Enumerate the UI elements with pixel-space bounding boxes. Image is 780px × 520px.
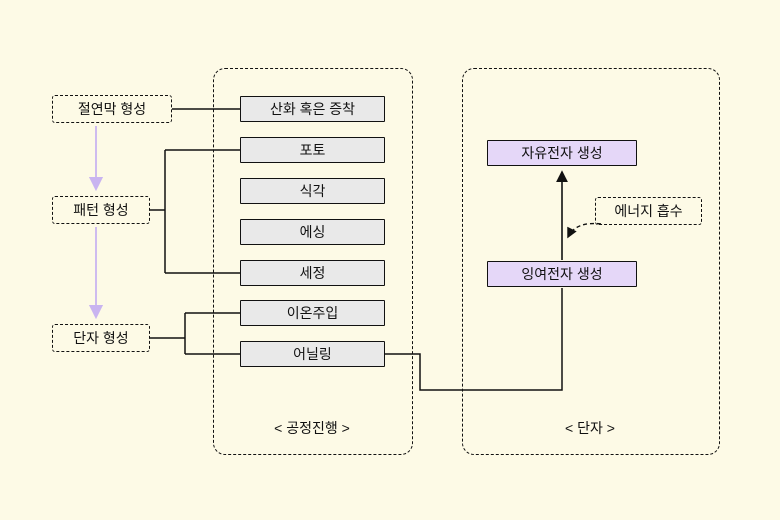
step-oxidation-deposition-label: 산화 혹은 증착 — [269, 101, 356, 117]
step-ion-implantation-label: 이온주입 — [286, 305, 339, 321]
free-electron-box: 자유전자 생성 — [487, 140, 637, 166]
flow-box-pattern-label: 패턴 형성 — [73, 202, 129, 218]
step-etching-label: 식각 — [299, 183, 326, 199]
step-annealing: 어닐링 — [240, 341, 385, 367]
flow-box-terminal-label: 단자 형성 — [73, 330, 129, 346]
energy-absorption-box: 에너지 흡수 — [595, 197, 702, 225]
free-electron-label: 자유전자 생성 — [521, 145, 603, 161]
step-annealing-label: 어닐링 — [293, 346, 332, 362]
step-etching: 식각 — [240, 178, 385, 204]
step-cleaning-label: 세정 — [299, 265, 326, 281]
flow-box-pattern: 패턴 형성 — [52, 196, 150, 224]
step-photo-label: 포토 — [299, 142, 326, 158]
terminal-group-container — [462, 68, 720, 455]
energy-absorption-label: 에너지 흡수 — [614, 203, 683, 219]
surplus-electron-label: 잉여전자 생성 — [521, 266, 603, 282]
flow-box-insulation: 절연막 형성 — [52, 95, 172, 123]
terminal-group-caption: < 단자 > — [565, 420, 615, 436]
step-ashing-label: 에싱 — [299, 224, 326, 240]
step-photo: 포토 — [240, 137, 385, 163]
surplus-electron-box: 잉여전자 생성 — [487, 261, 637, 287]
step-cleaning: 세정 — [240, 260, 385, 286]
process-group-container — [213, 68, 413, 455]
step-ion-implantation: 이온주입 — [240, 300, 385, 326]
step-ashing: 에싱 — [240, 219, 385, 245]
process-group-caption: < 공정진행 > — [274, 420, 350, 436]
step-oxidation-deposition: 산화 혹은 증착 — [240, 96, 385, 122]
flow-box-insulation-label: 절연막 형성 — [77, 101, 147, 117]
flow-box-terminal: 단자 형성 — [52, 324, 150, 352]
